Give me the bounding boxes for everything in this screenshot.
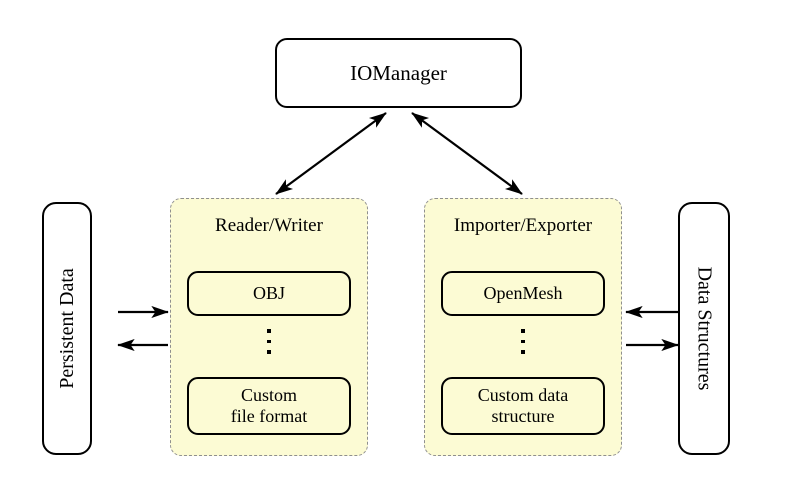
data-structures-box: Data Structures [678,202,730,455]
reader-writer-item-custom-file-format-label: Custom file format [231,385,307,427]
importer-exporter-item-custom-data-structure-label: Custom data structure [478,385,569,427]
custom-file-format-line2: file format [230,406,308,426]
arrow-iomanager-reader-writer [275,112,387,195]
reader-writer-title: Reader/Writer [215,215,323,236]
importer-exporter-item-custom-data-structure: Custom data structure [441,377,605,435]
data-structures-label: Data Structures [693,266,716,391]
custom-file-format-line1: Custom [240,384,297,405]
reader-writer-item-custom-file-format: Custom file format [187,377,351,435]
persistent-data-box: Persistent Data [42,202,92,455]
io-manager-label: IOManager [350,60,447,85]
reader-writer-panel: Reader/Writer OBJ Custom file format [170,198,368,456]
arrow-iomanager-importer-exporter [411,112,523,195]
persistent-data-label: Persistent Data [55,268,78,389]
importer-exporter-ellipsis-icon [425,329,621,354]
custom-data-structure-line1: Custom data [477,384,569,405]
reader-writer-item-obj: OBJ [187,271,351,316]
io-manager-box: IOManager [275,38,522,108]
custom-data-structure-line2: structure [491,406,555,426]
reader-writer-ellipsis-icon [171,329,367,354]
importer-exporter-panel: Importer/Exporter OpenMesh Custom data s… [424,198,622,456]
importer-exporter-item-openmesh-label: OpenMesh [483,282,563,303]
reader-writer-item-obj-label: OBJ [252,282,285,303]
importer-exporter-title: Importer/Exporter [453,215,593,236]
importer-exporter-item-openmesh: OpenMesh [441,271,605,316]
